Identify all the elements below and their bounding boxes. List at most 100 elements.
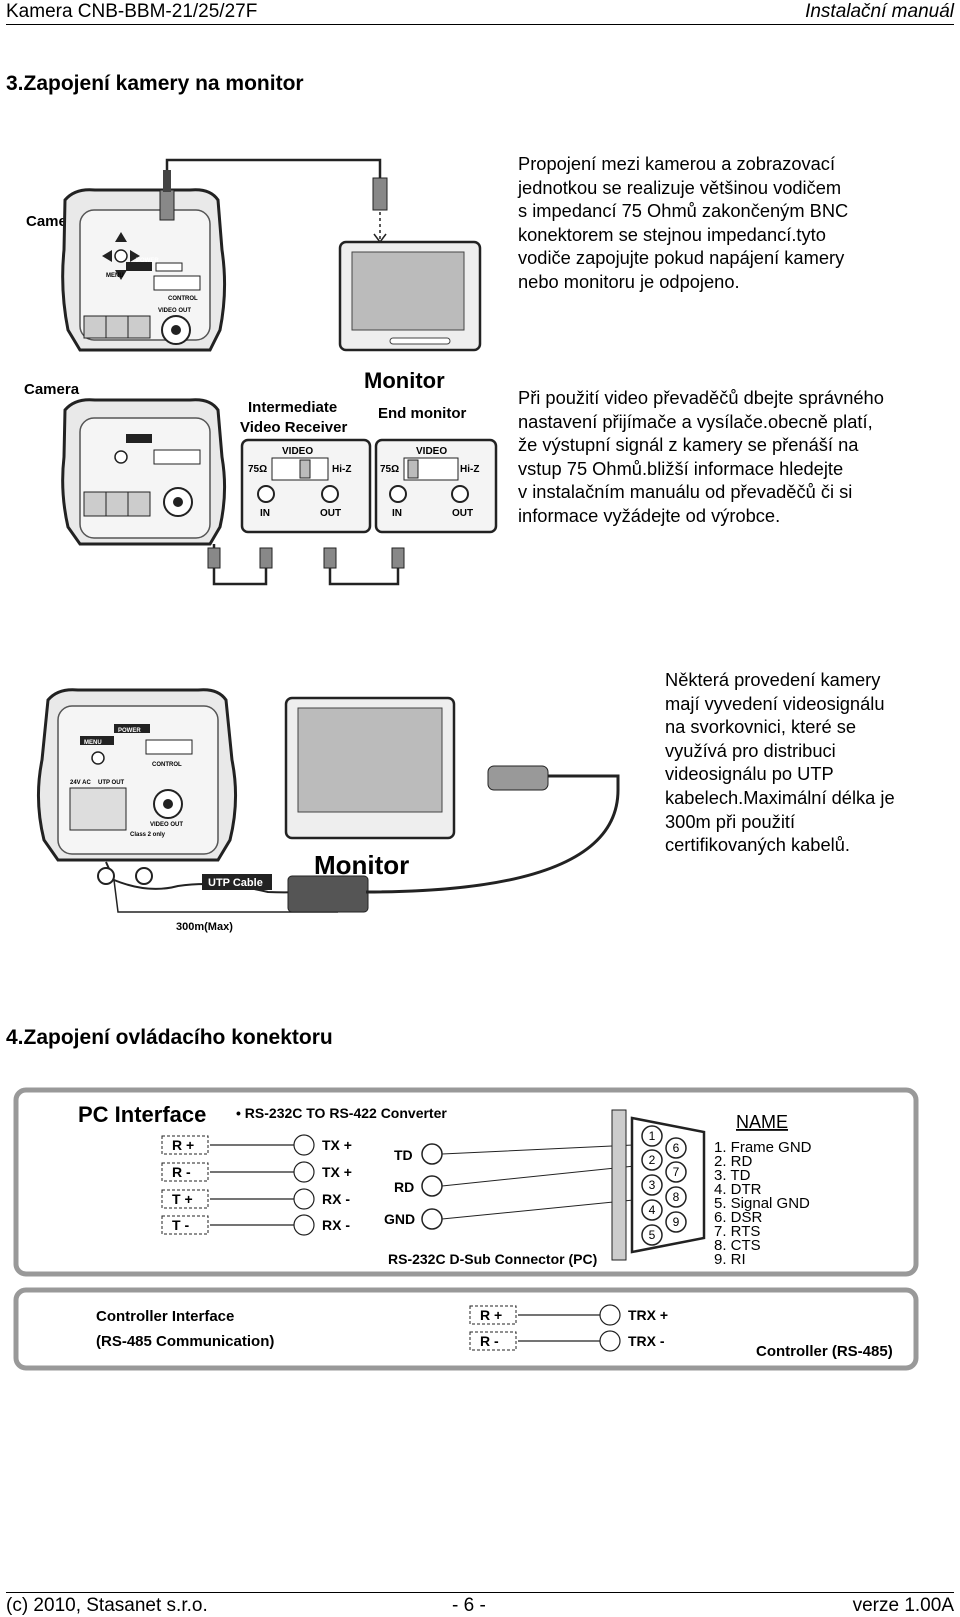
monitor-label: Monitor (364, 368, 445, 393)
converter-pin-label: TX + (322, 1137, 352, 1153)
video-out-label-3: VIDEO OUT (150, 822, 183, 828)
video-out-label: VIDEO OUT (158, 308, 191, 314)
para1-line: jednotkou se realizuje většinou vodičem (518, 176, 842, 198)
dsub-signal-name: 2. RD (714, 1153, 753, 1170)
para2-line: Při použití video převaděčů dbejte správ… (518, 387, 884, 408)
monitor-label-3: Monitor (314, 850, 409, 880)
para3-line: 300m při použití (665, 810, 796, 832)
header-doc-type: Instalační manuál (805, 1, 954, 22)
end-monitor-label: End monitor (378, 405, 466, 422)
controller-pin-label: R + (480, 1307, 502, 1323)
pc-pin-label: R - (172, 1164, 191, 1180)
control-label-3: CONTROL (152, 762, 182, 768)
section-4-title: 4.Zapojení ovládacího konektoru (6, 1026, 333, 1049)
camera-body-icon (61, 188, 227, 352)
ohm-label-1: 75Ω (248, 464, 267, 475)
dsub-pin-number: 4 (649, 1203, 656, 1217)
menu-label-3: MENU (84, 740, 102, 746)
utp-cable (105, 765, 620, 913)
converter-pin-label: RX - (322, 1217, 350, 1233)
dsub-signal-name: 5. Signal GND (714, 1195, 810, 1212)
coax-cables (207, 544, 405, 586)
plus-terminal-icon (97, 867, 115, 885)
dsub-pin-number: 7 (673, 1165, 680, 1179)
pin-box (469, 1331, 517, 1351)
converter-pin-label: TX + (322, 1164, 352, 1180)
para2-line: v instalačním manuálu od převaděčů či si (518, 481, 853, 503)
utp-out-label: UTP OUT (98, 780, 125, 786)
para3-line: videosignálu po UTP (665, 763, 834, 785)
dsub-pin-number: 6 (673, 1141, 680, 1155)
para2-line: že výstupní signál z kamery se přenáší n… (518, 434, 859, 456)
receiver-box-1 (240, 438, 372, 534)
controller-interface-line2: (RS-485 Communication) (96, 1333, 274, 1350)
para1-line: vodiče zapojujte pokud napájení kamery (518, 247, 845, 269)
para3-line: certifikovaných kabelů. (665, 834, 850, 856)
pc-interface-diagram: PC Interface • RS-232C TO RS-422 Convert… (13, 1087, 919, 1277)
para2-line: informace vyžádejte od výrobce. (518, 504, 781, 526)
bnc-cable (159, 158, 388, 244)
controller-rs485-label: Controller (RS-485) (756, 1343, 893, 1360)
power-label: POWER (136, 258, 159, 264)
camera-body-icon-3 (36, 688, 238, 862)
name-header: NAME (736, 1112, 788, 1132)
diagram-camera-video-receiver: Camera Intermediate Video Receiver Monit… (24, 368, 498, 586)
pin-box (469, 1305, 517, 1325)
dsub-signal-name: 1. Frame GND (714, 1139, 812, 1156)
minus-terminal-icon (135, 867, 153, 885)
signal-label-td: TD (394, 1147, 413, 1163)
pc-pin-label: T + (172, 1191, 193, 1207)
pin-box (161, 1162, 209, 1182)
controller-interface-line1: Controller Interface (96, 1308, 234, 1325)
in-label-1: IN (260, 508, 270, 519)
page-footer: (c) 2010, Stasanet s.r.o. - 6 - verze 1.… (6, 1592, 954, 1617)
power-label-3: POWER (118, 728, 141, 734)
dsub-signal-name: 3. TD (714, 1167, 751, 1184)
receiver-label-line2: Video Receiver (240, 419, 347, 436)
receiver-label-line1: Intermediate (248, 399, 337, 416)
diagram-camera-utp: POWER MENU CONTROL 24V AC UTP OUT VIDEO … (36, 688, 620, 933)
para3-line: mají vyvedení videosignálu (665, 692, 885, 714)
para2-line: nastavení přijímače a vysílače.obecně pl… (518, 410, 873, 432)
footer-page-number: - 6 - (452, 1595, 486, 1616)
footer-version: verze 1.00A (852, 1595, 954, 1616)
para3-line: využívá pro distribuci (665, 739, 836, 761)
para3-line: Některá provedení kamery (665, 669, 881, 690)
para3-line: kabelech.Maximální délka je (665, 786, 895, 808)
out-label-2: OUT (452, 508, 473, 519)
pc-pin-label: T - (172, 1217, 189, 1233)
camera-label-2: Camera (24, 381, 80, 398)
video-label-1: VIDEO (282, 446, 313, 457)
control-label: CONTROL (168, 296, 198, 302)
pin-box (161, 1135, 209, 1155)
dsub-connector-label: RS-232C D-Sub Connector (PC) (388, 1251, 597, 1267)
paragraph-bnc-connection: Propojení mezi kamerou a zobrazovací jed… (518, 152, 848, 294)
para1-line: konektorem se stejnou impedancí.tyto (518, 223, 826, 245)
page-header: Kamera CNB-BBM-21/25/27F Instalační manu… (6, 0, 954, 25)
dsub-signal-name: 6. DSR (714, 1209, 763, 1226)
dsub-signal-name: 7. RTS (714, 1223, 760, 1240)
controller-trx-label: TRX + (628, 1307, 668, 1323)
dsub-pin-number: 5 (649, 1228, 656, 1242)
out-label-1: OUT (320, 508, 341, 519)
signal-label-rd: RD (394, 1179, 414, 1195)
receiver-box-2 (374, 438, 498, 534)
class2-label: Class 2 only (130, 832, 166, 838)
para2-line: vstup 75 Ohmů.bližší informace hledejte (518, 457, 844, 479)
ac-label: 24V AC (70, 780, 91, 786)
footer-copyright: (c) 2010, Stasanet s.r.o. (6, 1595, 208, 1616)
dsub-pin-number: 1 (649, 1129, 656, 1143)
ohm-label-2: 75Ω (380, 464, 399, 475)
dsub-signal-name: 4. DTR (714, 1181, 762, 1198)
dsub-pin-number: 3 (649, 1178, 656, 1192)
pin-box (161, 1215, 209, 1235)
diagram-camera-monitor-bnc: Camera POWER MENU CONTROL VIDEO OUT (26, 158, 482, 352)
section-3-title: 3.Zapojení kamery na monitor (6, 72, 304, 95)
converter-pin-label: RX - (322, 1191, 350, 1207)
dsub-signal-name: 8. CTS (714, 1237, 761, 1254)
max-length-label: 300m(Max) (176, 921, 233, 933)
paragraph-video-converters: Při použití video převaděčů dbejte správ… (518, 386, 884, 528)
video-label-2: VIDEO (416, 446, 447, 457)
para1-line: nebo monitoru je odpojeno. (518, 270, 740, 292)
menu-label: MENU (106, 273, 124, 279)
